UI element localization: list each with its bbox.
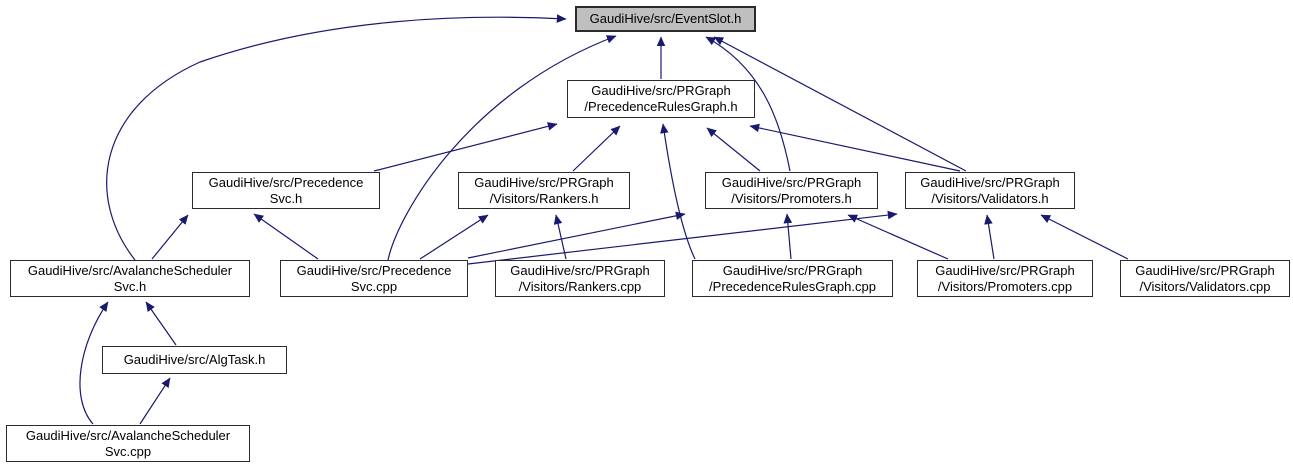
edge-validators-h-to-eventslot-h	[713, 36, 967, 172]
edge-precedence-svc-cpp-to-rankers-h	[419, 214, 489, 260]
edge-avalanche-svc-cpp-to-algtask-h	[139, 377, 171, 425]
edge-rankers-h-to-prgraph-h	[572, 125, 621, 172]
edge-prgraph-cpp-to-prgraph-h	[660, 123, 696, 260]
edge-precedence-svc-cpp-to-precedence-svc-h	[253, 213, 319, 260]
edge-validators-cpp-to-validators-h	[1040, 214, 1129, 260]
edge-precedence-svc-cpp-to-promoters-h	[467, 211, 686, 259]
edge-avalanche-svc-h-to-eventslot-h	[106, 14, 567, 261]
node-validators-h[interactable]: GaudiHive/src/PRGraph /Visitors/Validato…	[905, 172, 1075, 209]
node-precedence-svc-cpp[interactable]: GaudiHive/src/Precedence Svc.cpp	[280, 260, 468, 297]
node-avalanche-svc-cpp[interactable]: GaudiHive/src/AvalancheScheduler Svc.cpp	[6, 425, 250, 462]
edge-precedence-svc-h-to-prgraph-h	[373, 122, 558, 172]
node-promoters-cpp[interactable]: GaudiHive/src/PRGraph /Visitors/Promoter…	[917, 260, 1093, 297]
node-validators-cpp[interactable]: GaudiHive/src/PRGraph /Visitors/Validato…	[1120, 260, 1290, 297]
node-precedence-svc-h[interactable]: GaudiHive/src/Precedence Svc.h	[192, 172, 380, 209]
edge-prgraph-cpp-to-promoters-h	[783, 213, 793, 260]
edge-promoters-cpp-to-promoters-h	[847, 214, 949, 260]
edge-avalanche-svc-h-to-precedence-svc-h	[151, 214, 189, 260]
edge-avalanche-svc-cpp-to-avalanche-svc-h	[79, 301, 109, 425]
node-promoters-h[interactable]: GaudiHive/src/PRGraph /Visitors/Promoter…	[705, 172, 878, 209]
node-eventslot-h[interactable]: GaudiHive/src/EventSlot.h	[575, 6, 756, 32]
edge-precedence-svc-cpp-to-eventslot-h	[387, 35, 617, 261]
node-algtask-h[interactable]: GaudiHive/src/AlgTask.h	[102, 346, 287, 374]
node-avalanche-svc-h[interactable]: GaudiHive/src/AvalancheScheduler Svc.h	[10, 260, 250, 297]
node-rankers-h[interactable]: GaudiHive/src/PRGraph /Visitors/Rankers.…	[458, 172, 630, 209]
edge-promoters-cpp-to-validators-h	[984, 214, 995, 260]
edge-precedence-svc-cpp-to-validators-h	[467, 210, 898, 265]
edge-promoters-h-to-eventslot-h	[705, 36, 791, 172]
edge-rankers-cpp-to-rankers-h	[553, 214, 567, 260]
node-rankers-cpp[interactable]: GaudiHive/src/PRGraph /Visitors/Rankers.…	[495, 260, 665, 297]
edge-algtask-h-to-avalanche-svc-h	[145, 301, 177, 346]
node-prgraph-cpp[interactable]: GaudiHive/src/PRGraph /PrecedenceRulesGr…	[692, 260, 893, 297]
edge-validators-h-to-prgraph-h	[749, 123, 961, 172]
node-prgraph-h[interactable]: GaudiHive/src/PRGraph /PrecedenceRulesGr…	[567, 80, 755, 118]
edge-promoters-h-to-prgraph-h	[706, 127, 761, 172]
